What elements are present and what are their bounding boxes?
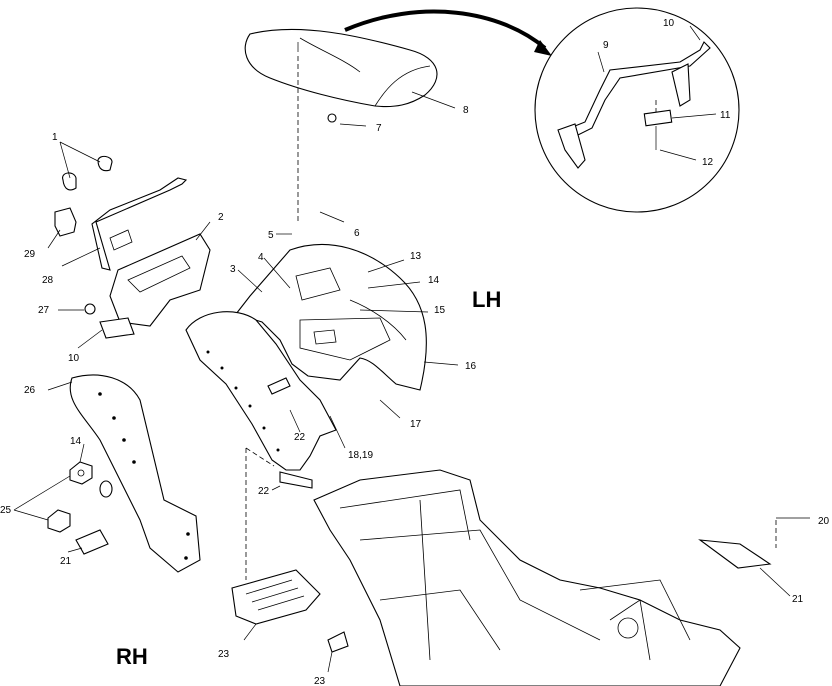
callout-2: 2 bbox=[218, 212, 224, 223]
callout-8: 8 bbox=[463, 105, 469, 116]
clip-part-c bbox=[54, 207, 77, 237]
callout-10: 10 bbox=[663, 18, 675, 29]
leader-lines bbox=[13, 25, 810, 673]
rear-fender-center-part bbox=[185, 311, 337, 471]
callout-23-plate: 23 bbox=[218, 649, 230, 660]
callout-5: 5 bbox=[268, 230, 274, 241]
callout-11: 11 bbox=[720, 110, 731, 121]
callout-14-lower: 14 bbox=[70, 436, 82, 447]
callout-21-right: 21 bbox=[792, 594, 804, 605]
mud-flap-rh-part bbox=[69, 374, 201, 573]
callout-15: 15 bbox=[434, 305, 446, 316]
hardware-nuts bbox=[47, 461, 113, 555]
callout-29: 29 bbox=[24, 249, 36, 260]
callout-9: 9 bbox=[603, 40, 609, 51]
callout-7: 7 bbox=[376, 123, 382, 134]
callout-22-lower: 22 bbox=[258, 486, 270, 497]
frame-part bbox=[313, 469, 777, 686]
callout-26: 26 bbox=[24, 385, 36, 396]
callout-23-bolt: 23 bbox=[314, 676, 326, 686]
seat-latch-inset bbox=[534, 7, 740, 213]
callout-6: 6 bbox=[354, 228, 360, 239]
inset-arrow bbox=[344, 9, 547, 50]
callout-1: 1 bbox=[52, 132, 58, 143]
callout-3: 3 bbox=[230, 264, 236, 275]
callout-13: 13 bbox=[410, 251, 422, 262]
callout-17: 17 bbox=[410, 419, 422, 430]
lh-side-label: LH bbox=[472, 287, 501, 312]
callout-20: 20 bbox=[818, 516, 830, 527]
footrest-plate-part bbox=[231, 569, 349, 653]
callout-10-lower: 10 bbox=[68, 353, 80, 364]
bolts-22 bbox=[245, 447, 313, 580]
rear-bracket-part bbox=[54, 155, 188, 271]
callout-27: 27 bbox=[38, 305, 50, 316]
rh-side-label: RH bbox=[116, 644, 148, 669]
callout-14-upper: 14 bbox=[428, 275, 440, 286]
callout-28: 28 bbox=[42, 275, 54, 286]
inset-arrowhead bbox=[534, 40, 552, 56]
callout-22-upper: 22 bbox=[294, 432, 306, 443]
callout-25: 25 bbox=[0, 505, 12, 516]
callout-16: 16 bbox=[465, 361, 477, 372]
seat-part bbox=[244, 28, 438, 108]
clip-part-b bbox=[97, 155, 113, 172]
seat-bolt bbox=[327, 113, 337, 123]
clip-part-a bbox=[62, 172, 77, 191]
callout-4: 4 bbox=[258, 252, 264, 263]
callout-21-left: 21 bbox=[60, 556, 72, 567]
battery-box-part bbox=[84, 233, 211, 339]
callout-12: 12 bbox=[702, 157, 714, 168]
callout-labels: 1 2 3 4 5 6 7 8 9 10 11 12 13 14 15 16 1… bbox=[0, 18, 830, 686]
callout-18-19: 18,19 bbox=[348, 450, 373, 461]
